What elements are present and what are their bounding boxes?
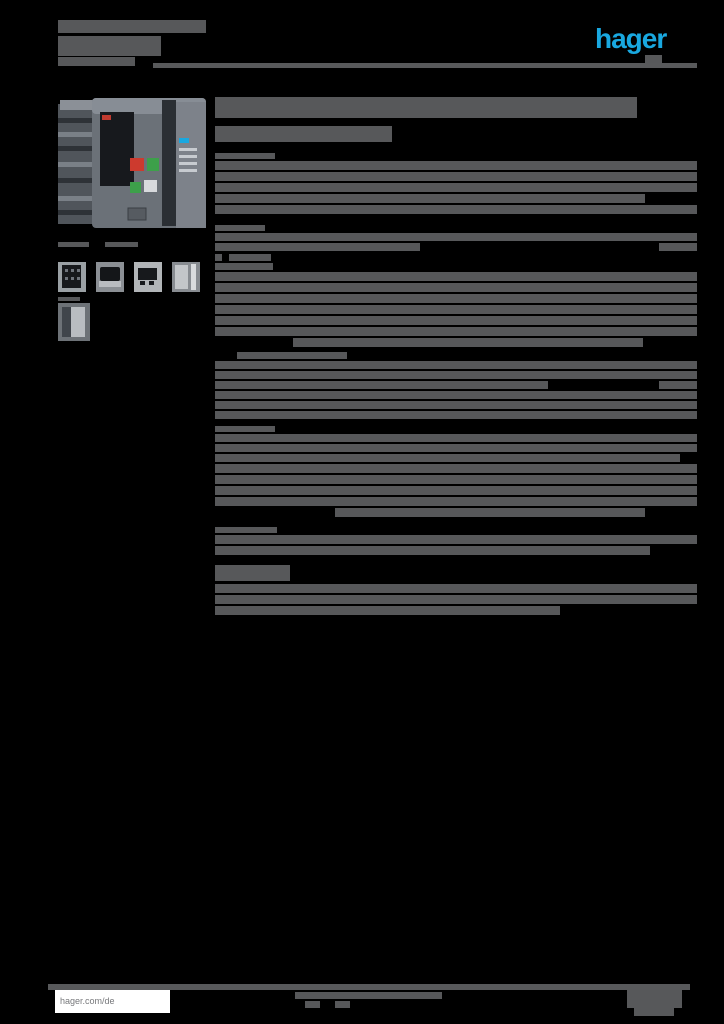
accessory-thumbnails [58,262,208,292]
media-column [58,88,208,341]
hager-logo: hager [595,23,667,54]
product-photo [58,88,206,236]
thumbnail5-caption-redacted [58,297,208,301]
accessory-thumbnail-2 [96,262,124,292]
website-link[interactable]: hager.com/de [60,996,115,1006]
circuit-breaker-image [58,98,206,228]
footer-note-redacted [295,992,455,1008]
accessory-thumbnail-4 [172,262,200,292]
website-box: hager.com/de [55,990,170,1013]
page-number-redacted [622,990,690,1016]
photo-caption-redacted [58,242,208,247]
footer-divider [48,984,690,990]
accessory-thumbnail-1 [58,262,86,292]
header-divider [153,63,697,68]
logo-subtext-redacted [645,55,675,64]
document-title-redacted [58,20,268,66]
accessory-thumbnail-5 [58,303,90,341]
product-description-redacted [215,97,697,615]
accessory-thumbnail-3 [134,262,162,292]
